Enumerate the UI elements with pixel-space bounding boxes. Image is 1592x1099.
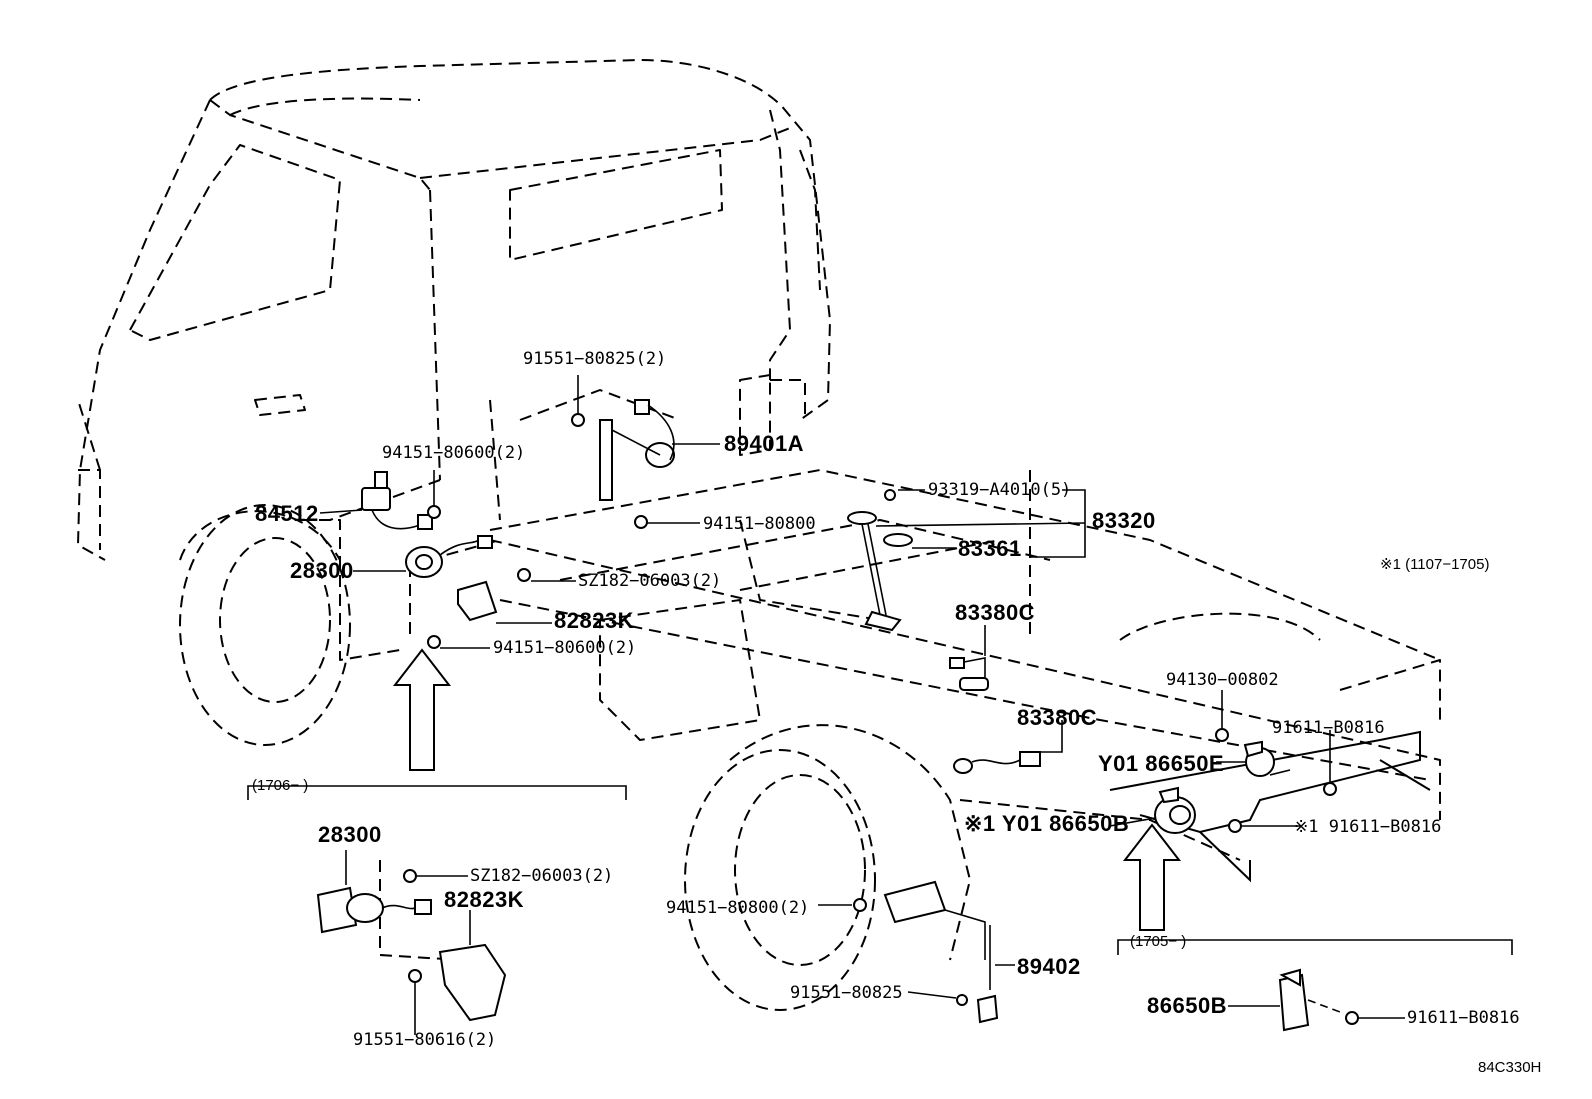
label-94151-80600-b[interactable]: 94151−80600(2) (493, 638, 637, 658)
front-wheel (179, 504, 351, 746)
label-sz182-06003[interactable]: SZ182−06003(2) (578, 571, 722, 591)
label-y01-86650e[interactable]: Y01 86650E (1098, 751, 1225, 776)
part-83380C-sensor-a (949, 657, 989, 691)
rear-crossmember (1109, 730, 1431, 883)
cab-outline (77, 59, 831, 661)
chassis-frame (409, 389, 1441, 861)
fasteners (403, 413, 1359, 1025)
label-91611-b0816-v1[interactable]: ※1 91611−B0816 (1294, 817, 1442, 837)
rear-wheel (684, 724, 971, 1011)
label-28300-inset[interactable]: 28300 (318, 822, 382, 847)
label-91611-b0816-a[interactable]: 91611−B0816 (1272, 718, 1385, 738)
part-84512-sensor (361, 471, 433, 530)
part-89401A-height-sensor (599, 399, 675, 501)
label-91551-80825-top[interactable]: 91551−80825(2) (523, 349, 667, 369)
label-94151-80800[interactable]: 94151−80800 (703, 514, 816, 534)
label-variant-note: ※1 (1107−1705) (1380, 556, 1490, 573)
inset-starter-1706 (316, 860, 507, 1022)
label-91551-80616[interactable]: 91551−80616(2) (353, 1030, 497, 1050)
label-89401a[interactable]: 89401A (724, 431, 805, 456)
part-83361-gasket (883, 533, 913, 547)
label-variant-1706: (1706− ) (252, 777, 309, 794)
part-83380C-sensor-b (953, 751, 1041, 774)
label-y01-86650b[interactable]: ※1 Y01 86650B (964, 811, 1130, 836)
label-91551-80825[interactable]: 91551−80825 (790, 983, 903, 1003)
part-86650B-horn (1154, 786, 1196, 834)
label-sz182-06003-inset[interactable]: SZ182−06003(2) (470, 866, 614, 886)
label-94151-80800-2[interactable]: 94151−80800(2) (666, 898, 810, 918)
part-86650E-horn (1243, 740, 1291, 777)
leader-lines (319, 375, 1405, 1035)
label-94151-80600-a[interactable]: 94151−80600(2) (382, 443, 526, 463)
inset-horn-1705 (1278, 968, 1341, 1032)
label-91611-b0816-b[interactable]: 91611−B0816 (1407, 1008, 1520, 1028)
label-variant-1705: (1705− ) (1130, 933, 1187, 950)
indicator-arrows (392, 648, 1182, 931)
label-82823k[interactable]: 82823K (554, 608, 635, 633)
label-83380c-a[interactable]: 83380C (955, 600, 1036, 625)
part-82823K-cover (457, 580, 498, 622)
part-83320-fuel-sender (847, 511, 902, 632)
label-28300[interactable]: 28300 (290, 558, 354, 583)
label-84512[interactable]: 84512 (255, 501, 319, 526)
label-83380c-b[interactable]: 83380C (1017, 705, 1098, 730)
label-89402[interactable]: 89402 (1017, 954, 1081, 979)
label-86650b[interactable]: 86650B (1147, 993, 1228, 1018)
part-28300-starter (405, 535, 493, 578)
variant-brackets (247, 785, 1513, 955)
part-89402-height-sensor (883, 880, 999, 1024)
label-83320[interactable]: 83320 (1092, 508, 1156, 533)
label-82823k-inset[interactable]: 82823K (444, 887, 525, 912)
label-94130-00802[interactable]: 94130−00802 (1166, 670, 1279, 690)
diagram-code: 84C330H (1478, 1059, 1542, 1076)
label-83361[interactable]: 83361 (958, 536, 1022, 561)
label-93319-a4010[interactable]: 93319−A4010(5) (928, 480, 1072, 500)
